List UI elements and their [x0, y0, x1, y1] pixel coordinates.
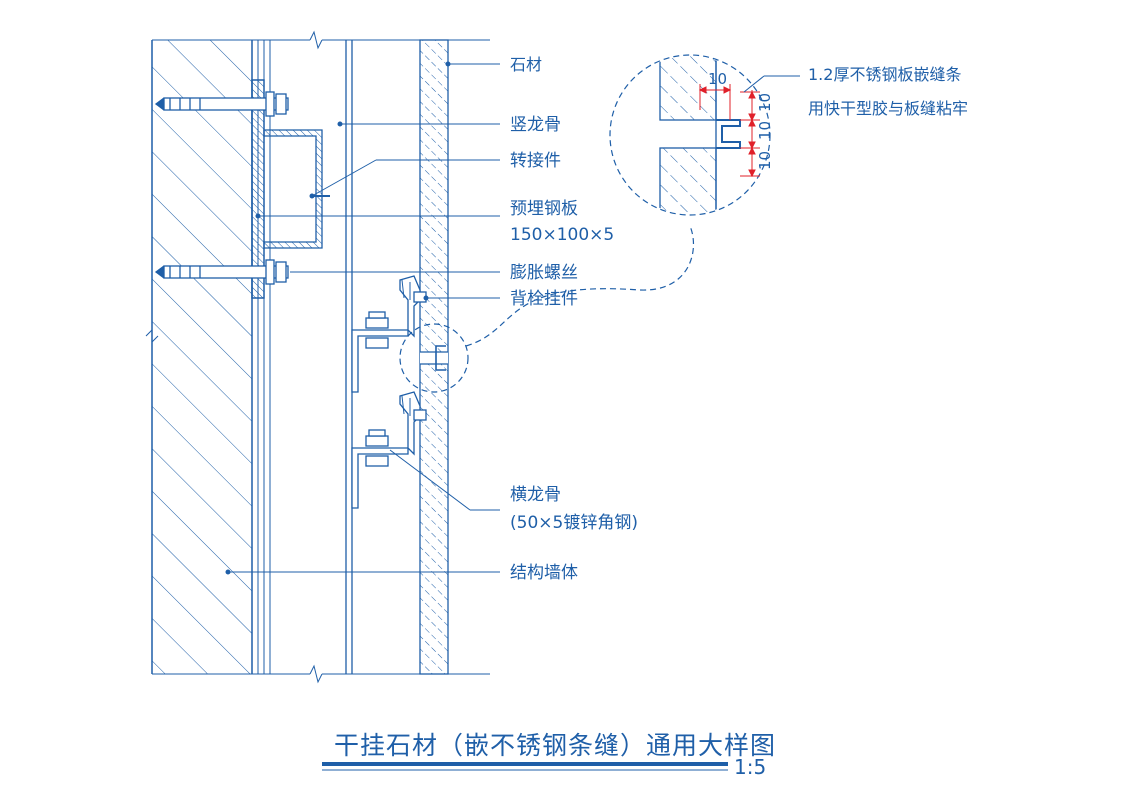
label-embedded-plate: 预埋钢板 [510, 199, 578, 219]
horizontal-keel-top [351, 275, 427, 393]
detail-note-line2: 用快干型胶与板缝粘牢 [808, 99, 968, 118]
dim-right-top-label: 10 [756, 93, 774, 112]
dim-right-mid-label: 10 [756, 121, 774, 140]
label-adapter: 转接件 [510, 151, 561, 171]
expansion-bolt-top [154, 91, 289, 117]
stone-panel [419, 39, 449, 675]
detail-note-leader [743, 75, 800, 93]
adapter-channel [263, 129, 330, 249]
dim-top-label: 10 [708, 70, 727, 88]
label-vertical-keel: 竖龙骨 [510, 115, 561, 135]
label-structure-wall: 结构墙体 [510, 563, 578, 583]
detail-note-line1: 1.2厚不锈钢板嵌缝条 [808, 65, 961, 84]
label-horizontal-keel-spec: (50×5镀锌角钢) [510, 513, 638, 533]
drawing-scale: 1:5 [734, 755, 766, 779]
label-stone: 石材 [510, 55, 542, 74]
dim-right-bottom-label: 10 [756, 151, 774, 170]
drawing-title: 干挂石材（嵌不锈钢条缝）通用大样图 [334, 731, 776, 760]
detail-callout [399, 54, 771, 393]
expansion-bolt-bottom [154, 259, 289, 285]
structure-wall [145, 39, 253, 675]
leader-lines [225, 61, 500, 575]
horizontal-keel-bottom [351, 391, 427, 509]
embedded-steel-plate [251, 79, 265, 299]
label-expansion-bolt: 膨胀螺丝 [510, 263, 578, 283]
label-horizontal-keel: 横龙骨 [510, 485, 561, 505]
vertical-keel [345, 40, 353, 674]
label-embedded-plate-size: 150×100×5 [510, 225, 614, 245]
break-lines [152, 30, 490, 684]
label-back-anchor: 背栓挂件 [510, 289, 578, 309]
detail-dimensions [698, 84, 760, 178]
detail-enlargement [659, 56, 741, 214]
